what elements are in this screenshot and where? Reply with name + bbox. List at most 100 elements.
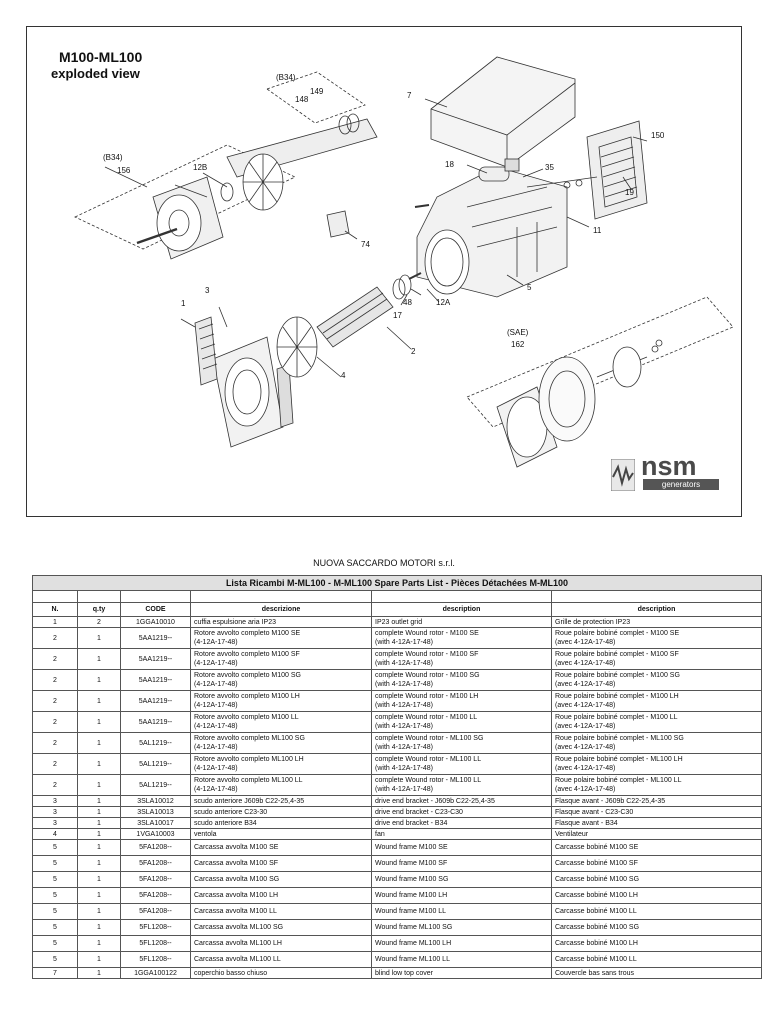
callout-156: 156: [117, 166, 131, 175]
part-code: 5AA1219--: [120, 711, 191, 733]
callout-1: 1: [181, 299, 186, 308]
description-en: Wound frame M100 LL: [371, 903, 552, 920]
quantity: 1: [77, 648, 121, 670]
part-code: 5FA1208--: [120, 903, 191, 920]
description-en: complete Wound rotor - ML100 LL (with 4-…: [371, 753, 552, 775]
part-number: 5: [32, 903, 78, 920]
quantity: 1: [77, 774, 121, 796]
plate-drawing: [326, 210, 350, 238]
part-number: 2: [32, 669, 78, 691]
callout-b34-top: (B34): [276, 73, 296, 82]
part-number: 2: [32, 732, 78, 754]
callout-2: 2: [411, 347, 416, 356]
description-en: blind low top cover: [371, 967, 552, 979]
part-number: 1: [32, 616, 78, 628]
description-fr: Roue polaire bobiné complet - M100 SE (a…: [551, 627, 762, 649]
quantity: 1: [77, 871, 121, 888]
part-number: 7: [32, 967, 78, 979]
quantity: 1: [77, 753, 121, 775]
quantity: 1: [77, 935, 121, 952]
description-it: Rotore avvolto completo M100 LH (4-12A-1…: [190, 690, 372, 712]
description-en: fan: [371, 828, 552, 840]
part-number: 2: [32, 753, 78, 775]
part-number: 5: [32, 919, 78, 936]
description-it: cuffia espulsione aria IP23: [190, 616, 372, 628]
quantity: 1: [77, 690, 121, 712]
spare-parts-table: Lista Ricambi M-ML100 - M-ML100 Spare Pa…: [32, 575, 762, 979]
column-header: q.ty: [77, 602, 121, 617]
group-outline-sae-162: [466, 296, 734, 428]
callout-5: 5: [527, 283, 532, 292]
description-fr: Roue polaire bobiné complet - M100 SG (a…: [551, 669, 762, 691]
terminal-block-drawing: [504, 158, 520, 172]
description-fr: Roue polaire bobiné complet - ML100 LH (…: [551, 753, 762, 775]
description-it: scudo anteriore C23-30: [190, 806, 372, 818]
callout-150: 150: [651, 131, 665, 140]
part-number: 3: [32, 795, 78, 807]
rotor-b34-drawing: [220, 113, 378, 211]
column-header: description: [371, 602, 552, 617]
part-number: 5: [32, 951, 78, 968]
description-fr: Carcasse bobiné M100 SF: [551, 855, 762, 872]
quantity: 2: [77, 616, 121, 628]
description-fr: Carcasse bobiné M100 SG: [551, 919, 762, 936]
description-it: Carcassa avvolta M100 SE: [190, 839, 372, 856]
part-code: 5FA1208--: [120, 887, 191, 904]
description-it: Carcassa avvolta M100 LH: [190, 887, 372, 904]
quantity: 1: [77, 887, 121, 904]
description-en: complete Wound rotor - M100 SE (with 4-1…: [371, 627, 552, 649]
callout-148: 148: [295, 95, 309, 104]
description-fr: Carcasse bobiné M100 SG: [551, 871, 762, 888]
description-en: complete Wound rotor - M100 LL (with 4-1…: [371, 711, 552, 733]
description-en: Wound frame M100 SG: [371, 871, 552, 888]
part-code: 5FL1208--: [120, 935, 191, 952]
quantity: 1: [77, 795, 121, 807]
description-fr: Carcasse bobiné M100 LH: [551, 935, 762, 952]
description-en: drive end bracket - B34: [371, 817, 552, 829]
nsm-logo-mark-icon: [611, 459, 635, 491]
exploded-view-drawing: [74, 56, 734, 468]
quantity: 1: [77, 732, 121, 754]
quantity: 1: [77, 903, 121, 920]
brand-tagline: generators: [643, 479, 719, 490]
part-code: 3SLA10013: [120, 806, 191, 818]
company-name: NUOVA SACCARDO MOTORI s.r.l.: [313, 558, 455, 568]
part-code: 3SLA10012: [120, 795, 191, 807]
description-fr: Grille de protection IP23: [551, 616, 762, 628]
part-number: 5: [32, 871, 78, 888]
description-en: drive end bracket - C23-C30: [371, 806, 552, 818]
description-it: Carcassa avvolta ML100 LH: [190, 935, 372, 952]
description-fr: Ventilateur: [551, 828, 762, 840]
description-en: complete Wound rotor - ML100 SG (with 4-…: [371, 732, 552, 754]
description-fr: Carcasse bobiné M100 LL: [551, 903, 762, 920]
description-it: Carcassa avvolta ML100 LL: [190, 951, 372, 968]
description-en: Wound frame M100 SF: [371, 855, 552, 872]
group-outline-b34-156: [74, 144, 296, 250]
part-code: 5FA1208--: [120, 871, 191, 888]
description-it: Carcassa avvolta ML100 SG: [190, 919, 372, 936]
description-fr: Carcasse bobiné M100 LH: [551, 887, 762, 904]
quantity: 1: [77, 839, 121, 856]
quantity: 1: [77, 711, 121, 733]
callout-3: 3: [205, 286, 210, 295]
part-number: 2: [32, 774, 78, 796]
callout-48: 48: [403, 298, 412, 307]
description-fr: Carcasse bobiné M100 LL: [551, 951, 762, 968]
callout-11: 11: [593, 226, 602, 235]
description-it: Rotore avvolto completo ML100 LL (4-12A-…: [190, 774, 372, 796]
description-it: coperchio basso chiuso: [190, 967, 372, 979]
part-code: 5AA1219--: [120, 627, 191, 649]
part-code: 5AL1219--: [120, 753, 191, 775]
diagram-subtitle: exploded view: [51, 66, 140, 81]
description-fr: Roue polaire bobiné complet - M100 LL (a…: [551, 711, 762, 733]
description-en: Wound frame M100 SE: [371, 839, 552, 856]
column-header: descrizione: [190, 602, 372, 617]
b34-bracket-drawing: [136, 176, 224, 260]
